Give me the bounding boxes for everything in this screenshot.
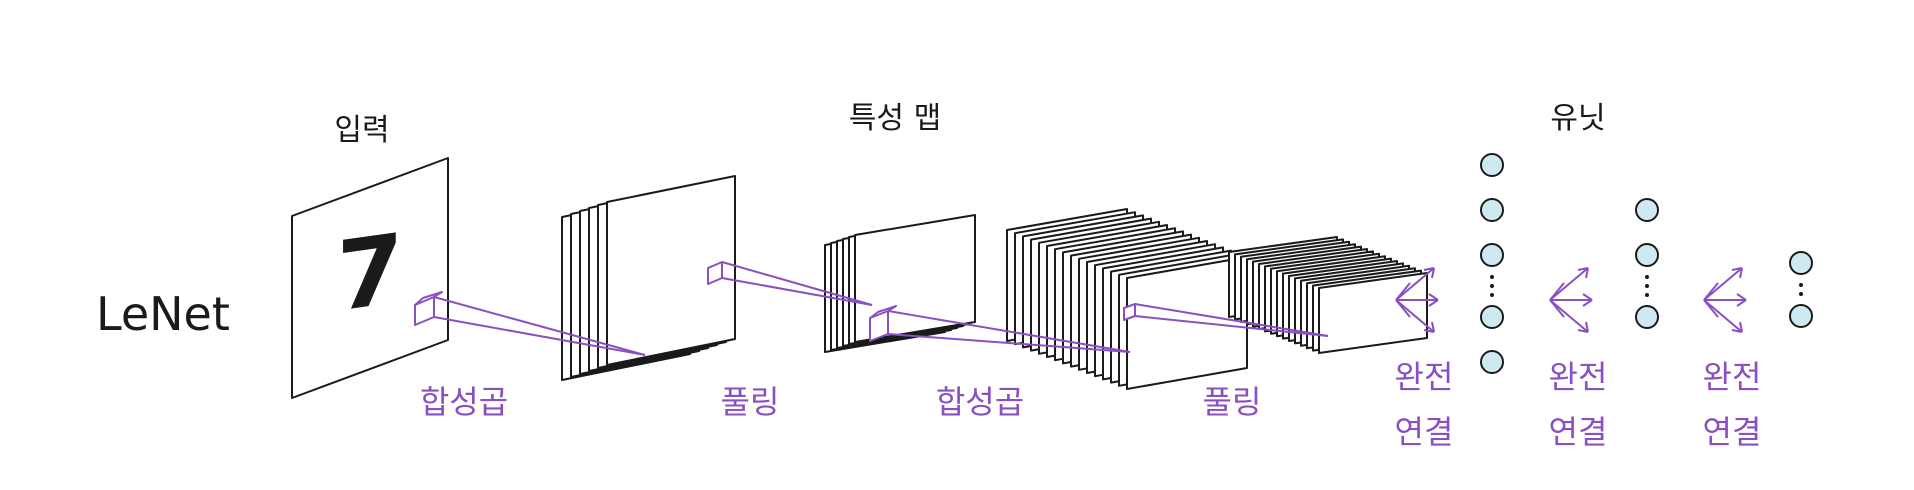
fc3-label-line1: 완전 bbox=[1703, 358, 1762, 396]
pool2-feature-maps bbox=[1228, 236, 1428, 354]
fc-arrow-stroke bbox=[1428, 293, 1439, 301]
pool2-label: 풀링 bbox=[1203, 383, 1262, 421]
fc-arrow-stroke bbox=[1739, 321, 1743, 333]
fc-arrow-stroke bbox=[1549, 282, 1565, 301]
fc-arrow-stroke bbox=[1736, 299, 1747, 307]
unit-node bbox=[1480, 198, 1504, 222]
fc-layer-3-units bbox=[1789, 251, 1813, 328]
fc-arrow-stroke bbox=[1577, 267, 1589, 271]
fc-arrow-stroke bbox=[1423, 267, 1435, 271]
unit-node bbox=[1635, 305, 1659, 329]
fc-layer-1-units bbox=[1480, 153, 1504, 374]
ellipsis-dot bbox=[1490, 293, 1494, 297]
fc-arrow-stroke bbox=[1582, 299, 1593, 307]
ellipsis-dot bbox=[1799, 292, 1803, 296]
ellipsis-dot bbox=[1645, 293, 1649, 297]
units-header: 유닛 bbox=[1550, 101, 1605, 136]
fc-arrow-stroke bbox=[1739, 267, 1743, 279]
feature-map-layer bbox=[1318, 272, 1428, 354]
unit-node bbox=[1789, 251, 1813, 275]
ellipsis-dot bbox=[1490, 284, 1494, 288]
fc3-label-line2: 연결 bbox=[1703, 413, 1762, 451]
fc-arrow-stroke bbox=[1549, 299, 1565, 318]
input-digit: 7 bbox=[337, 212, 404, 334]
fc-arrow-stroke bbox=[1431, 267, 1435, 279]
fc-arrow-stroke bbox=[1428, 299, 1439, 307]
conv1-feature-maps bbox=[561, 175, 736, 381]
fc-arrow-stroke bbox=[1549, 299, 1589, 333]
conv2-label: 합성곱 bbox=[936, 383, 1024, 421]
fc-arrow-stroke bbox=[1703, 299, 1719, 318]
fc-arrow-stroke bbox=[1549, 267, 1589, 301]
unit-node bbox=[1789, 304, 1813, 328]
input-image: 7 bbox=[291, 157, 449, 399]
ellipsis-dot bbox=[1799, 283, 1803, 287]
fc-arrow-stroke bbox=[1395, 299, 1435, 333]
conv2-feature-maps bbox=[1006, 208, 1248, 390]
fc-arrow-stroke bbox=[1577, 329, 1589, 333]
unit-node bbox=[1480, 350, 1504, 374]
fc-arrow-3 bbox=[1703, 267, 1747, 333]
fc1-label-line2: 연결 bbox=[1395, 413, 1454, 451]
fc-arrow-stroke bbox=[1395, 299, 1411, 318]
ellipsis-dot bbox=[1490, 275, 1494, 279]
pool1-feature-maps bbox=[824, 214, 976, 353]
fc-arrow-stroke bbox=[1423, 329, 1435, 333]
pool1-label: 풀링 bbox=[721, 383, 780, 421]
fc1-label-line1: 완전 bbox=[1395, 358, 1454, 396]
receptive-field-pool2 bbox=[1123, 303, 1329, 337]
fc-arrow-stroke bbox=[1736, 293, 1747, 301]
fc-layer-2-units bbox=[1635, 198, 1659, 329]
feature-maps-header: 특성 맵 bbox=[849, 101, 941, 136]
fc-arrow-stroke bbox=[1582, 293, 1593, 301]
conv1-label: 합성곱 bbox=[420, 383, 508, 421]
fc-arrow-stroke bbox=[1703, 267, 1743, 301]
fc-arrow-stroke bbox=[1703, 299, 1743, 333]
unit-node bbox=[1635, 243, 1659, 267]
fc-arrow-stroke bbox=[1585, 321, 1589, 333]
receptive-field-conv1 bbox=[414, 291, 646, 356]
fc-arrow-stroke bbox=[1431, 321, 1435, 333]
receptive-field-conv2 bbox=[869, 305, 1131, 353]
unit-node bbox=[1480, 153, 1504, 177]
receptive-field-pool1 bbox=[707, 261, 873, 306]
unit-node bbox=[1480, 305, 1504, 329]
input-header: 입력 bbox=[334, 113, 389, 148]
fc-arrow-stroke bbox=[1731, 267, 1743, 271]
feature-map-layer bbox=[606, 175, 736, 366]
fc2-label-line2: 연결 bbox=[1549, 413, 1608, 451]
fc-arrow-2 bbox=[1549, 267, 1593, 333]
fc-arrow-stroke bbox=[1395, 267, 1435, 301]
ellipsis-dot bbox=[1645, 284, 1649, 288]
unit-node bbox=[1480, 243, 1504, 267]
fc2-label-line1: 완전 bbox=[1549, 358, 1608, 396]
fc-arrow-stroke bbox=[1395, 282, 1411, 301]
unit-node bbox=[1635, 198, 1659, 222]
model-title: LeNet bbox=[96, 287, 230, 341]
fc-arrow-stroke bbox=[1585, 267, 1589, 279]
ellipsis-dot bbox=[1645, 275, 1649, 279]
fc-arrow-1 bbox=[1395, 267, 1439, 333]
fc-arrow-stroke bbox=[1731, 329, 1743, 333]
fc-arrow-stroke bbox=[1703, 282, 1719, 301]
